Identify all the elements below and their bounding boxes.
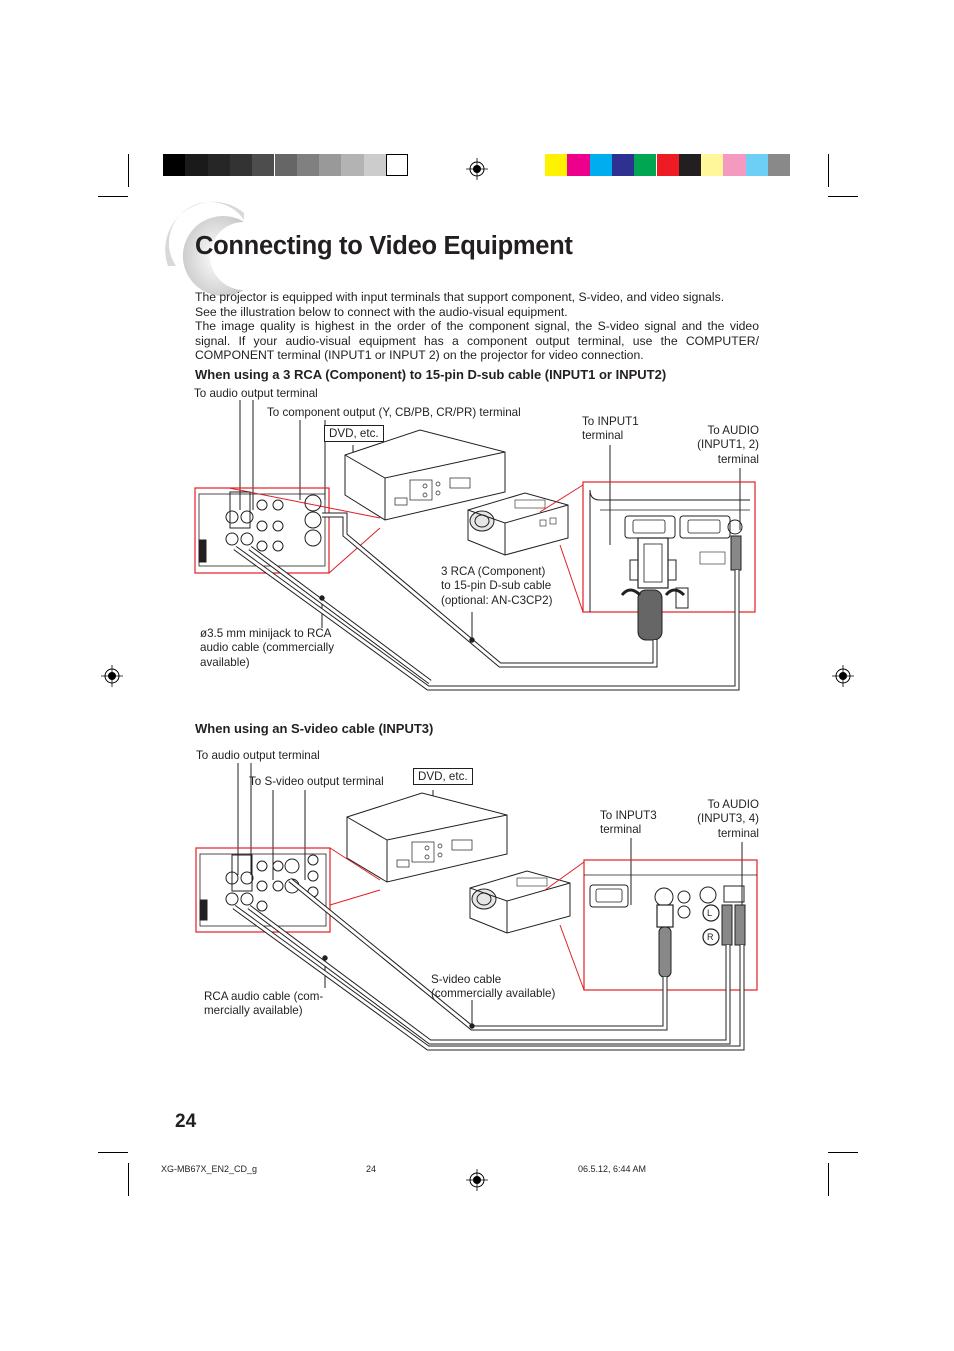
audio-label-line: To AUDIO	[707, 424, 759, 437]
cable-label-line: to 15-pin D-sub cable	[441, 579, 552, 593]
audio-label-line: To AUDIO	[707, 798, 759, 811]
footer-date: 06.5.12, 6:44 AM	[578, 1164, 647, 1174]
audio-input12-label: To AUDIO (INPUT1, 2) terminal	[680, 424, 759, 467]
color-bar-swatch	[701, 154, 724, 176]
svideo-output-label: To S-video output terminal	[249, 775, 384, 788]
intro-line-2: See the illustration below to connect wi…	[195, 304, 568, 319]
cable-label-line: ø3.5 mm minijack to RCA	[200, 627, 332, 640]
title-decoration	[182, 216, 244, 297]
rca-audio-cable-label: RCA audio cable (com- mercially availabl…	[204, 990, 323, 1019]
cable-label-line: 3 RCA (Component)	[441, 565, 546, 578]
intro-line-3: The image quality is highest in the orde…	[195, 319, 759, 363]
cable-label-line: mercially available)	[204, 1004, 303, 1018]
crop-mark	[828, 1163, 829, 1196]
grayscale-bar-swatch	[386, 154, 409, 176]
grayscale-bar-swatch	[363, 154, 386, 176]
color-bar-swatch	[656, 154, 679, 176]
minijack-cable-label: ø3.5 mm minijack to RCA audio cable (com…	[200, 627, 334, 670]
color-bar-swatch	[634, 154, 657, 176]
color-bar-swatch	[567, 154, 590, 176]
input3-label-line: To INPUT3	[600, 809, 657, 822]
color-bar-swatch	[723, 154, 746, 176]
jack-l-label: L	[707, 908, 713, 918]
grayscale-bar-swatch	[185, 154, 208, 176]
audio-input34-label: To AUDIO (INPUT3, 4) terminal	[680, 798, 759, 841]
cable-label-line: available)	[200, 655, 250, 669]
registration-mark	[100, 664, 124, 688]
input1-label-line: To INPUT1	[582, 415, 639, 428]
dvd-label: DVD, etc.	[324, 425, 384, 442]
registration-mark	[831, 664, 855, 688]
input3-label-line: terminal	[600, 823, 642, 837]
registration-mark	[465, 1168, 489, 1192]
audio-label-line: terminal	[717, 452, 759, 466]
crop-mark	[828, 1152, 858, 1153]
crop-mark	[98, 196, 128, 197]
color-bar-swatch	[768, 154, 791, 176]
grayscale-bar-swatch	[252, 154, 275, 176]
crop-mark	[128, 154, 129, 187]
svideo-cable-label: S-video cable (commercially available)	[431, 973, 555, 1002]
page-number: 24	[175, 1111, 197, 1132]
input1-label-line: terminal	[582, 429, 624, 443]
audio-label-line: (INPUT1, 2)	[697, 438, 759, 452]
cable-label-line: RCA audio cable (com-	[204, 990, 324, 1003]
cable-label-line: S-video cable	[431, 973, 502, 986]
registration-mark	[465, 157, 489, 181]
grayscale-bar-swatch	[296, 154, 320, 176]
component-output-label: To component output (Y, CB/PB, CR/PR) te…	[267, 406, 521, 419]
audio-output-label: To audio output terminal	[196, 749, 320, 762]
crop-mark	[828, 154, 829, 187]
grayscale-bar-swatch	[229, 154, 253, 176]
color-bar-swatch	[589, 154, 612, 176]
page-title: Connecting to Video Equipment	[195, 232, 573, 260]
title-decoration-arc	[165, 201, 244, 266]
grayscale-bar-swatch	[341, 154, 364, 176]
cable-label-line: audio cable (commercially	[200, 641, 335, 655]
crop-mark	[98, 1152, 128, 1153]
audio-output-label: To audio output terminal	[194, 387, 318, 400]
section2-heading: When using an S-video cable (INPUT3)	[195, 721, 434, 736]
color-bar-swatch	[745, 154, 768, 176]
grayscale-bar-swatch	[207, 154, 230, 176]
input1-label: To INPUT1 terminal	[582, 415, 639, 444]
cable-label-line: (optional: AN-C3CP2)	[441, 593, 553, 607]
color-bar-swatch	[545, 154, 568, 176]
cable-label-line: (commercially available)	[431, 987, 556, 1001]
crop-mark	[828, 196, 858, 197]
rca-component-cable-label: 3 RCA (Component) to 15-pin D-sub cable …	[441, 565, 552, 608]
grayscale-bar-swatch	[163, 154, 186, 176]
footer-file: XG-MB67X_EN2_CD_g	[161, 1164, 258, 1174]
jack-r-label: R	[707, 932, 714, 942]
diagram-component	[194, 400, 756, 691]
color-bar-swatch	[678, 154, 702, 176]
crop-mark	[128, 1163, 129, 1196]
dvd-label: DVD, etc.	[413, 768, 473, 785]
grayscale-bar-swatch	[319, 154, 342, 176]
color-bar-swatch	[611, 154, 635, 176]
grayscale-bar-swatch	[274, 154, 297, 176]
section1-heading: When using a 3 RCA (Component) to 15-pin…	[195, 367, 667, 382]
audio-label-line: terminal	[717, 826, 759, 840]
footer-page: 24	[366, 1164, 377, 1174]
diagram-svideo	[195, 763, 758, 1051]
audio-label-line: (INPUT3, 4)	[697, 812, 759, 826]
intro-line-1: The projector is equipped with input ter…	[195, 290, 725, 304]
input3-label: To INPUT3 terminal	[600, 809, 657, 838]
intro-text: The projector is equipped with input ter…	[195, 290, 759, 363]
